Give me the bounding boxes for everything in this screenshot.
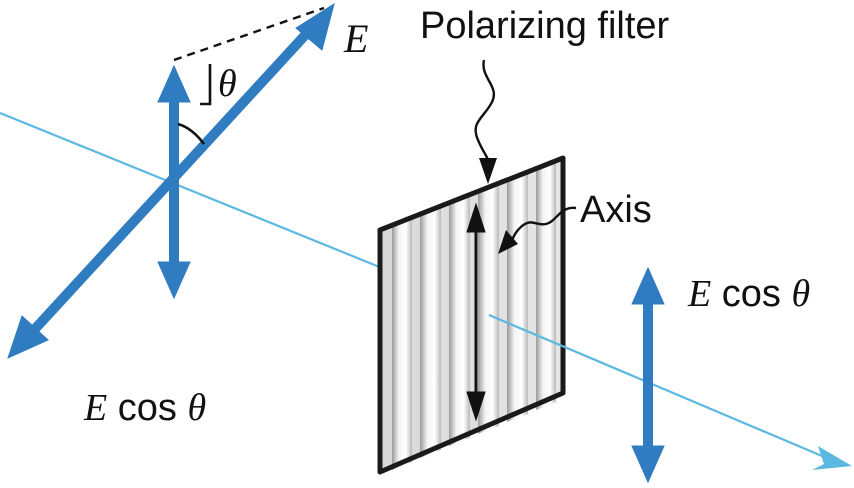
axis-label: Axis: [580, 189, 652, 231]
filter-stripe: [507, 173, 528, 422]
transmitted-cos-text: cos: [711, 273, 791, 315]
filter-frame: [377, 155, 566, 475]
transmission-axis-arrow: [466, 202, 486, 422]
filter-stripe: [420, 207, 441, 458]
axis-pointer: [498, 206, 577, 254]
theta-label: θ: [218, 63, 237, 105]
field-label-e: E: [343, 16, 368, 61]
filter-pointer: [474, 59, 497, 184]
filter-stripe: [392, 218, 412, 470]
vertical-component-arrow: [157, 64, 191, 300]
component-cos-text: cos: [107, 387, 187, 429]
angle-bracket: [200, 64, 212, 106]
transmitted-e-symbol: E: [687, 273, 711, 315]
filter-stripe: [478, 184, 499, 434]
light-beam-incoming: [0, 111, 383, 270]
transmitted-amplitude-label: E cos θ: [687, 273, 810, 315]
transmitted-component-arrow: [631, 266, 665, 484]
component-amplitude-label: E cos θ: [83, 387, 206, 429]
component-e-symbol: E: [83, 387, 107, 429]
angle-arc: [177, 122, 206, 145]
transmitted-theta-symbol: θ: [791, 273, 810, 315]
beam-arrowhead: [812, 446, 852, 470]
projection-dashed-line: [173, 6, 325, 62]
light-beam-transmitted: [488, 313, 823, 458]
filter-stripe: [536, 162, 556, 410]
polarizing-filter-label: Polarizing filter: [420, 5, 670, 47]
filter-stripe: [449, 196, 470, 446]
component-theta-symbol: θ: [187, 387, 206, 429]
polarizing-filter-panel: [377, 155, 566, 475]
